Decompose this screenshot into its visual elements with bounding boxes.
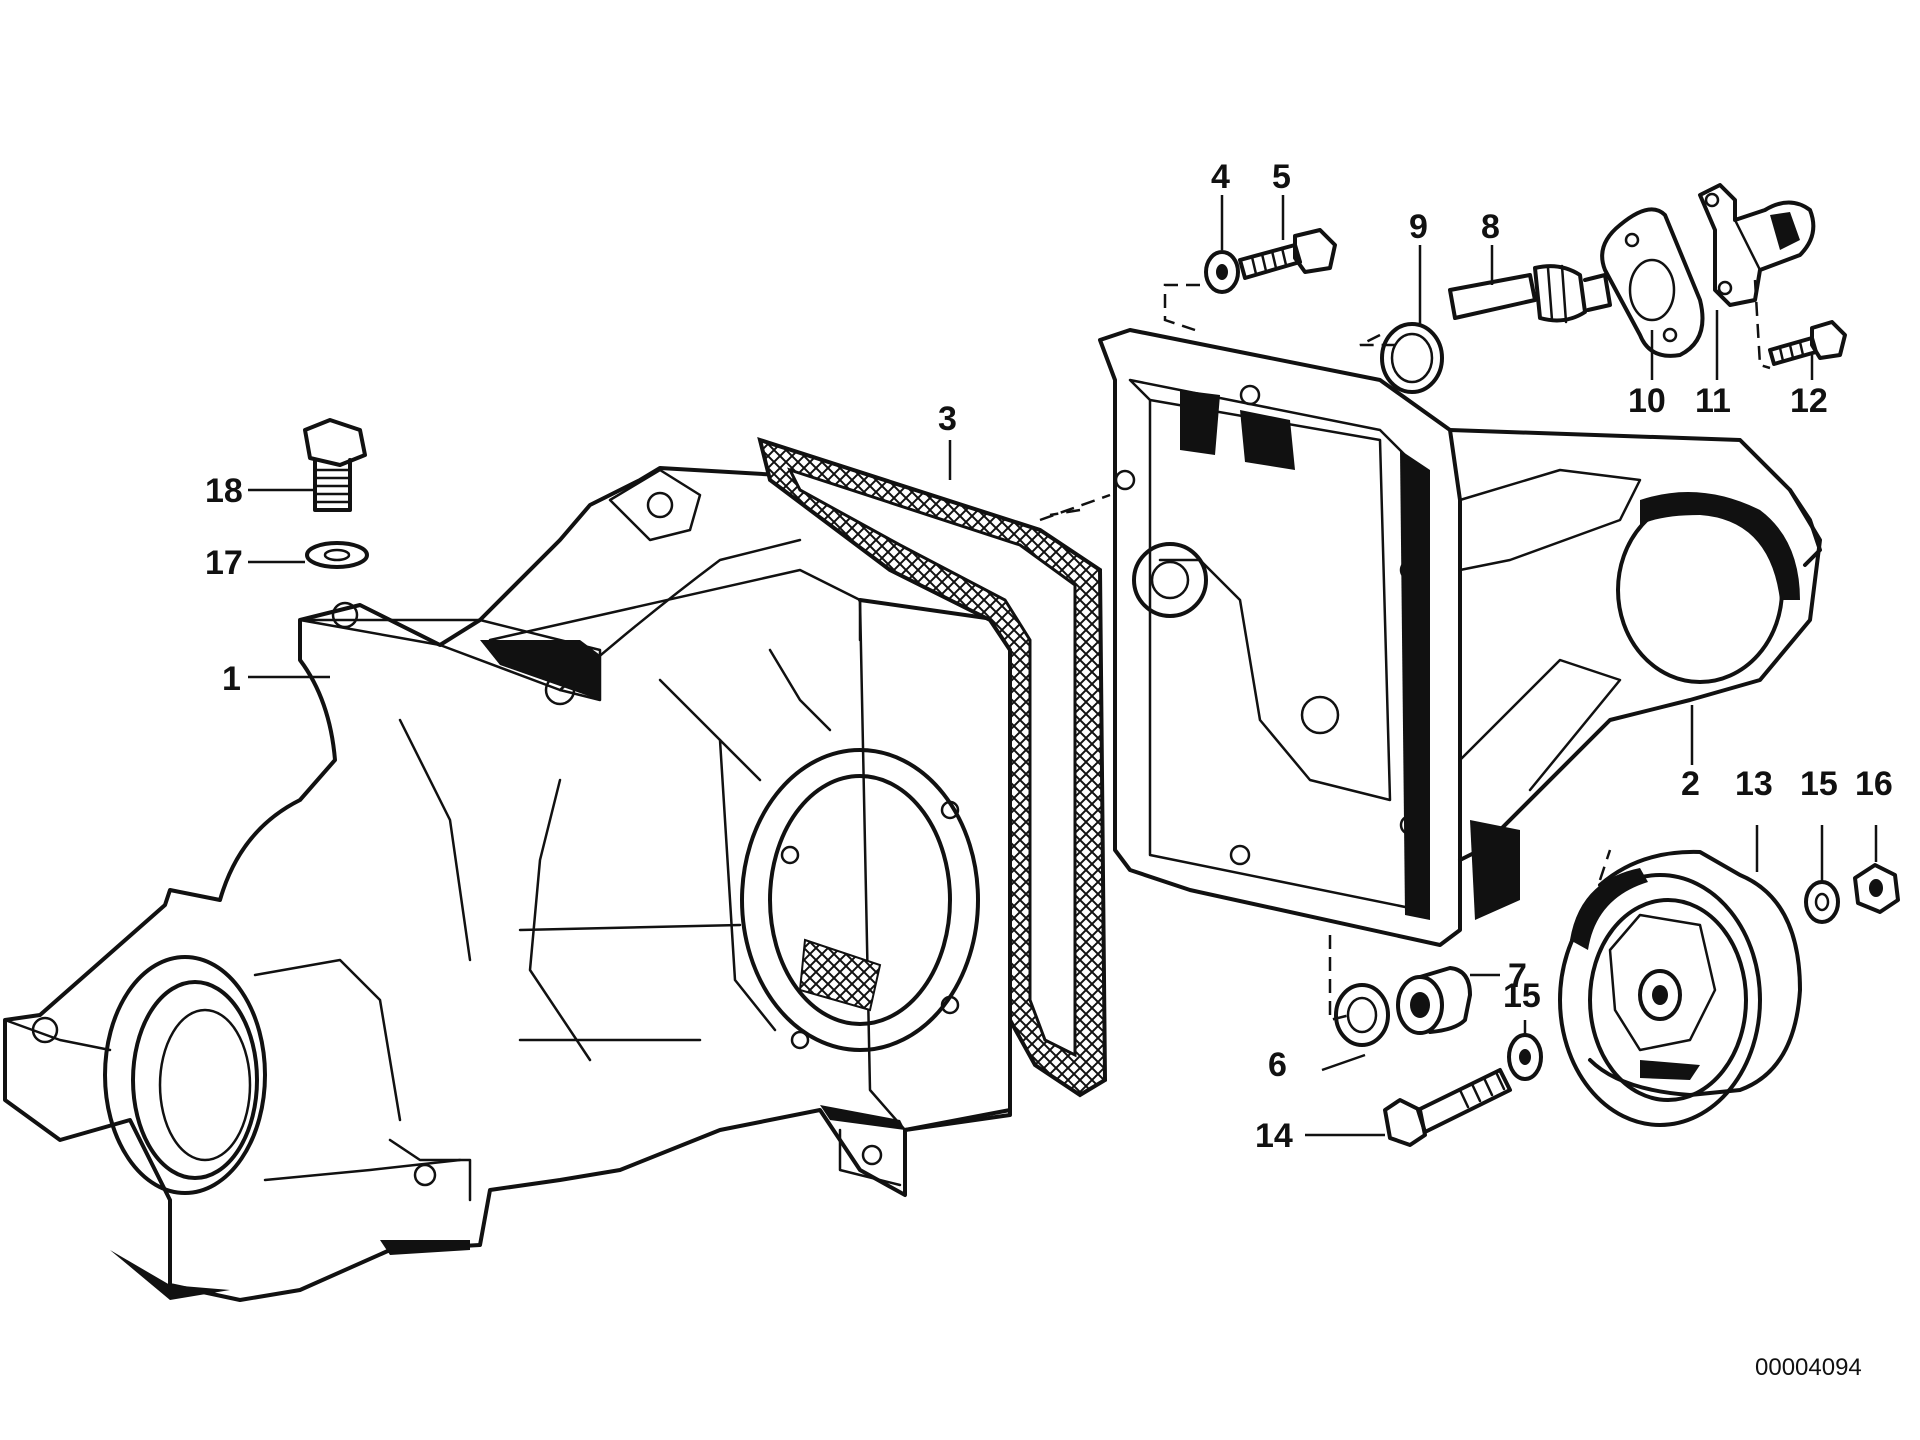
callout-5: 5 (1272, 158, 1291, 196)
callout-labels: 18 17 1 3 4 5 9 8 10 11 12 2 13 15 16 7 … (205, 158, 1893, 1155)
nut-16 (1853, 863, 1900, 914)
callout-10: 10 (1628, 382, 1666, 420)
washer-15-lower (1507, 1033, 1543, 1081)
washer-4 (1204, 250, 1240, 294)
callout-9: 9 (1409, 208, 1428, 246)
rubber-mount-13 (1558, 849, 1802, 1127)
plug-7 (1396, 966, 1472, 1035)
diagram-reference-number: 00004094 (1755, 1354, 1862, 1381)
callout-16: 16 (1855, 765, 1893, 803)
callout-8: 8 (1481, 208, 1500, 246)
bolt-14 (1383, 1068, 1512, 1147)
drain-bolt (303, 418, 367, 512)
sealing-washer (305, 541, 369, 569)
callout-4: 4 (1211, 158, 1230, 196)
washer-6 (1334, 983, 1390, 1047)
cover-gasket (757, 436, 1108, 1098)
callout-12: 12 (1790, 382, 1828, 420)
callout-14: 14 (1255, 1117, 1293, 1155)
callout-13: 13 (1735, 765, 1773, 803)
washer-15-upper (1804, 880, 1840, 924)
callout-1: 1 (222, 660, 241, 698)
seal-ring-9 (1380, 322, 1444, 394)
speed-sensor-8 (1448, 264, 1612, 324)
callout-18: 18 (205, 472, 243, 510)
callout-2: 2 (1681, 765, 1700, 803)
flange-gasket-10 (1600, 207, 1705, 358)
callout-11: 11 (1695, 382, 1731, 420)
callout-6: 6 (1268, 1046, 1287, 1084)
differential-housing (3, 466, 1012, 1302)
callout-15-lower: 15 (1503, 977, 1541, 1015)
callout-3: 3 (938, 400, 957, 438)
callout-15-upper: 15 (1800, 765, 1838, 803)
bolt-12 (1768, 320, 1847, 366)
leader-lines (248, 195, 1878, 1137)
bracket-11 (1698, 183, 1816, 307)
rear-cover (1098, 328, 1822, 947)
bolt-5 (1238, 228, 1337, 280)
callout-7: 7 (1508, 957, 1527, 995)
callout-17: 17 (205, 544, 243, 582)
